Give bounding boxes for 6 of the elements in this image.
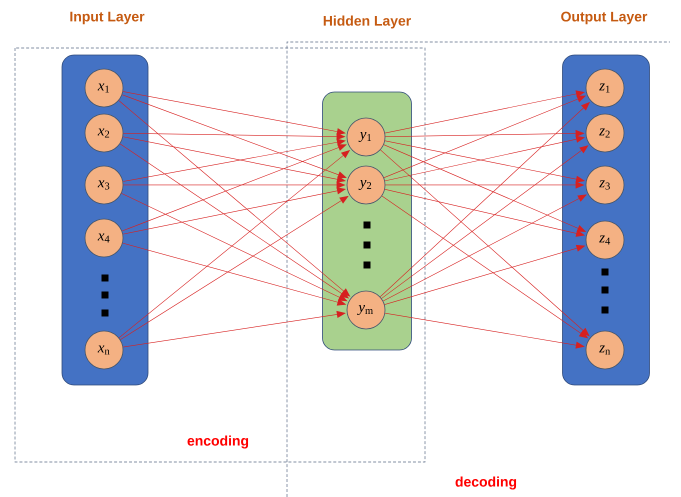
layer-heading: Hidden Layer — [324, 15, 411, 28]
layer-heading: Input Layer — [70, 12, 144, 24]
layer-heading: Output Layer — [561, 12, 648, 24]
region-label: decoding — [456, 476, 516, 490]
region-label: encoding — [188, 435, 248, 449]
arrow — [118, 100, 350, 297]
